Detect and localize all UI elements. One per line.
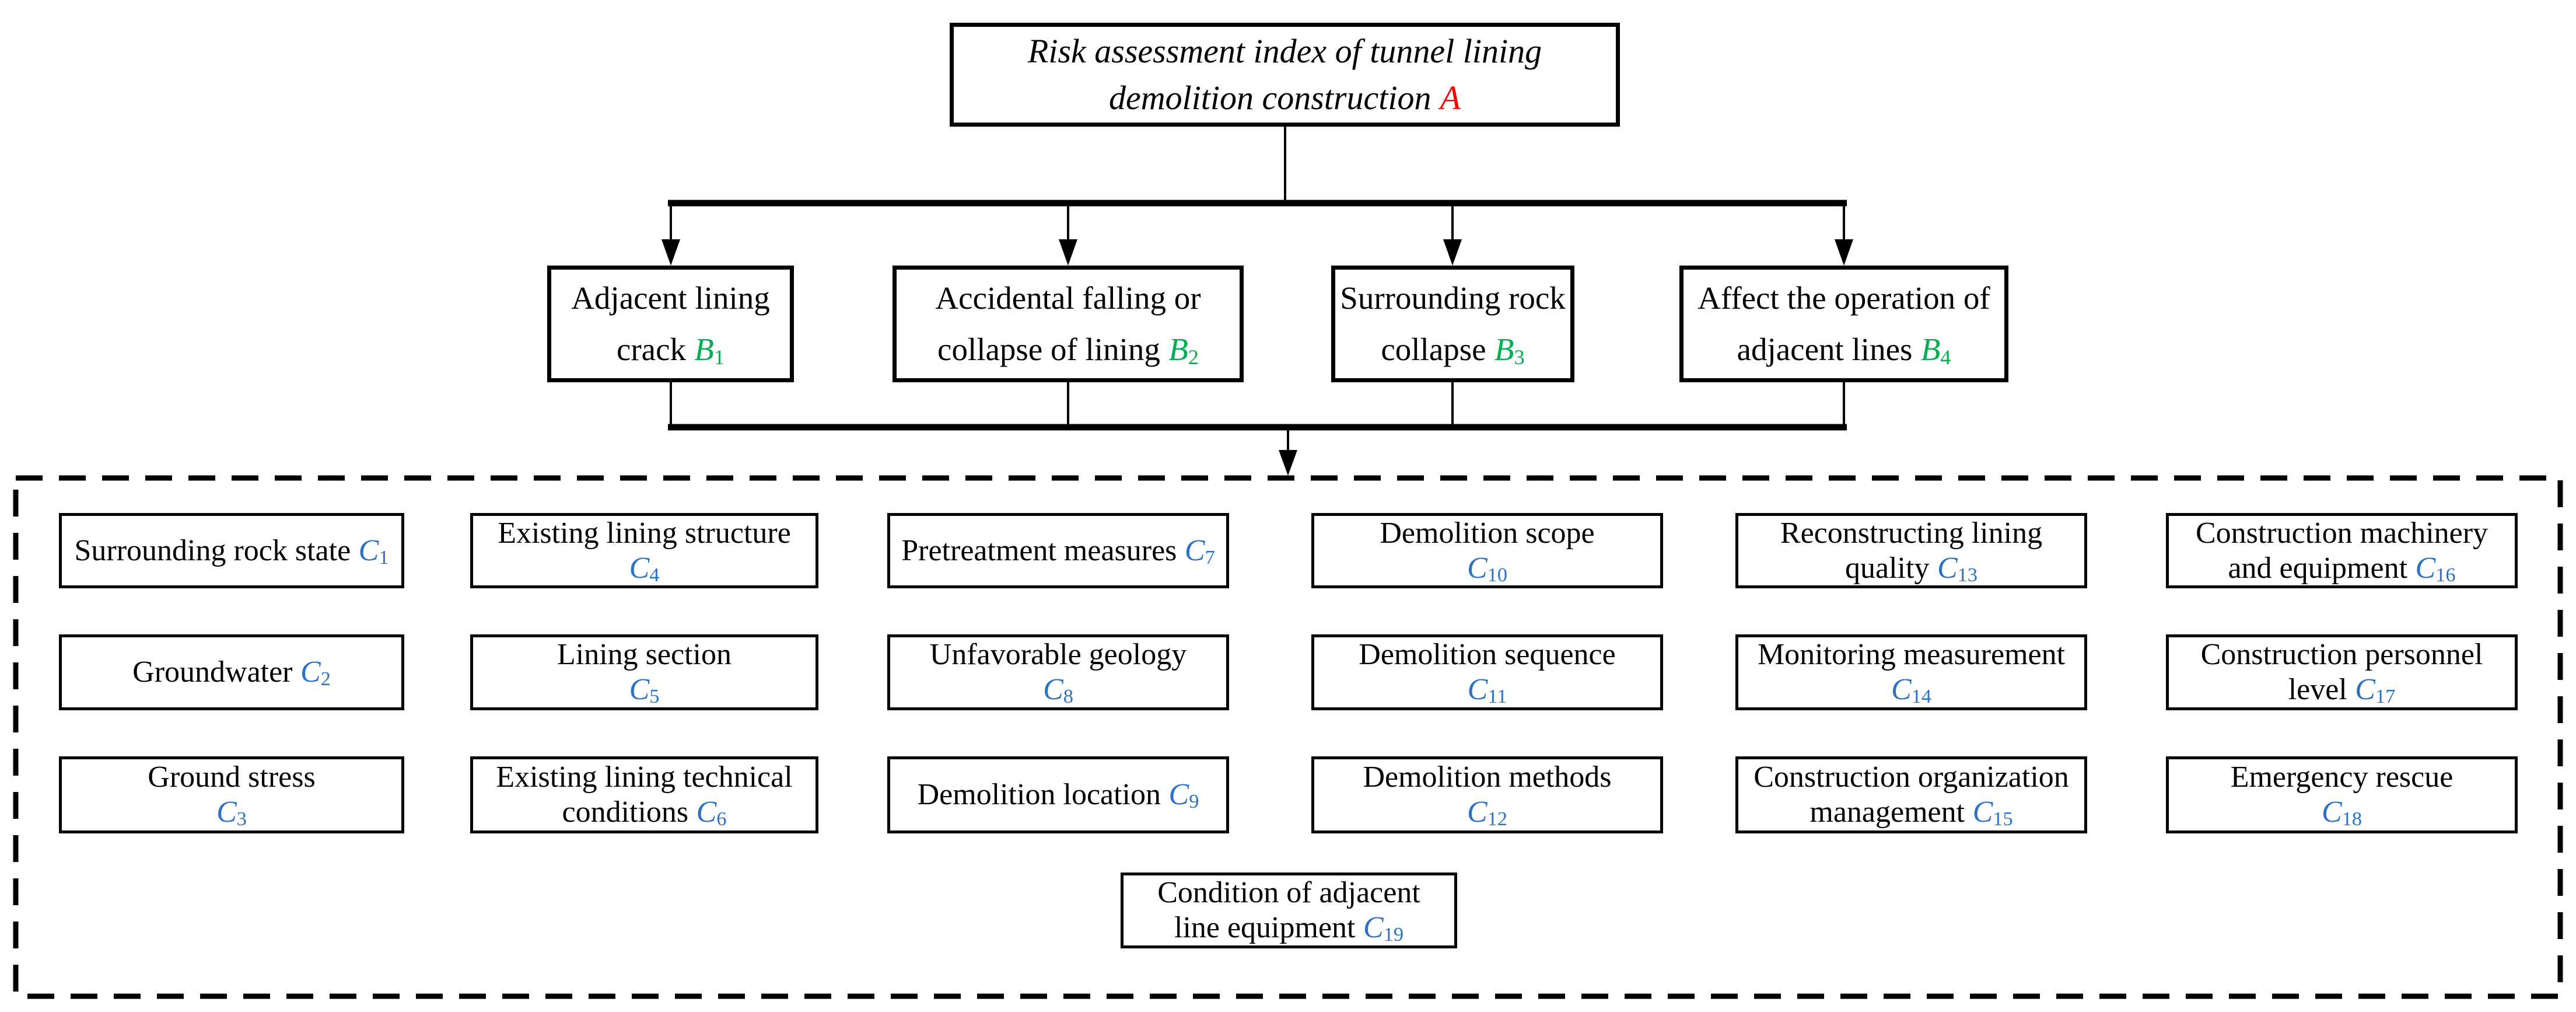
node-b4-code: B4 xyxy=(1920,331,1951,369)
node-c12-code: C12 xyxy=(1467,795,1507,830)
node-c8-code: C8 xyxy=(1043,673,1073,708)
node-c13-code: C13 xyxy=(1937,551,1978,586)
node-c6-code: C6 xyxy=(696,795,727,830)
node-c5: Lining section C5 xyxy=(470,634,818,710)
node-c3: Ground stress C3 xyxy=(59,756,404,833)
node-c7-code: C7 xyxy=(1184,533,1215,568)
node-c11: Demolition sequence C11 xyxy=(1311,634,1663,710)
criteria-dashed-border xyxy=(13,475,2563,999)
connector-a-to-b xyxy=(662,127,1853,266)
node-a-text: Risk assessment index of tunnel lining xyxy=(1027,32,1542,70)
node-c18-code: C18 xyxy=(2322,795,2362,830)
node-c2-code: C2 xyxy=(300,655,331,690)
node-c8: Unfavorable geology C8 xyxy=(887,634,1229,710)
node-b3-code: B3 xyxy=(1494,331,1525,369)
node-a-code: A xyxy=(1440,79,1461,117)
node-c1-code: C1 xyxy=(358,533,389,568)
node-c5-code: C5 xyxy=(629,673,660,708)
node-c10: Demolition scope C10 xyxy=(1311,513,1663,588)
node-b1-code: B1 xyxy=(694,331,725,369)
node-a-text: demolition construction xyxy=(1108,79,1432,117)
node-c9-code: C9 xyxy=(1168,778,1199,813)
node-c14-code: C14 xyxy=(1891,673,1931,708)
node-b2-code: B2 xyxy=(1168,331,1199,369)
node-c15-code: C15 xyxy=(1972,795,2013,830)
node-c16-code: C16 xyxy=(2415,551,2456,586)
node-c4: Existing lining structure C4 xyxy=(470,513,818,588)
node-c17-code: C17 xyxy=(2355,673,2396,708)
node-a: Risk assessment index of tunnel lining d… xyxy=(950,23,1620,127)
connector-b-to-c xyxy=(668,382,1847,476)
node-c14: Monitoring measurement C14 xyxy=(1735,634,2087,710)
node-c10-code: C10 xyxy=(1467,551,1507,586)
node-c18: Emergency rescue C18 xyxy=(2166,756,2518,833)
node-c4-code: C4 xyxy=(629,551,660,586)
node-b2: Accidental falling or collapse of lining… xyxy=(892,266,1244,382)
node-c3-code: C3 xyxy=(216,795,247,830)
node-c12: Demolition methods C12 xyxy=(1311,756,1663,833)
node-c19-code: C19 xyxy=(1363,911,1404,946)
node-c11-code: C11 xyxy=(1467,673,1507,708)
